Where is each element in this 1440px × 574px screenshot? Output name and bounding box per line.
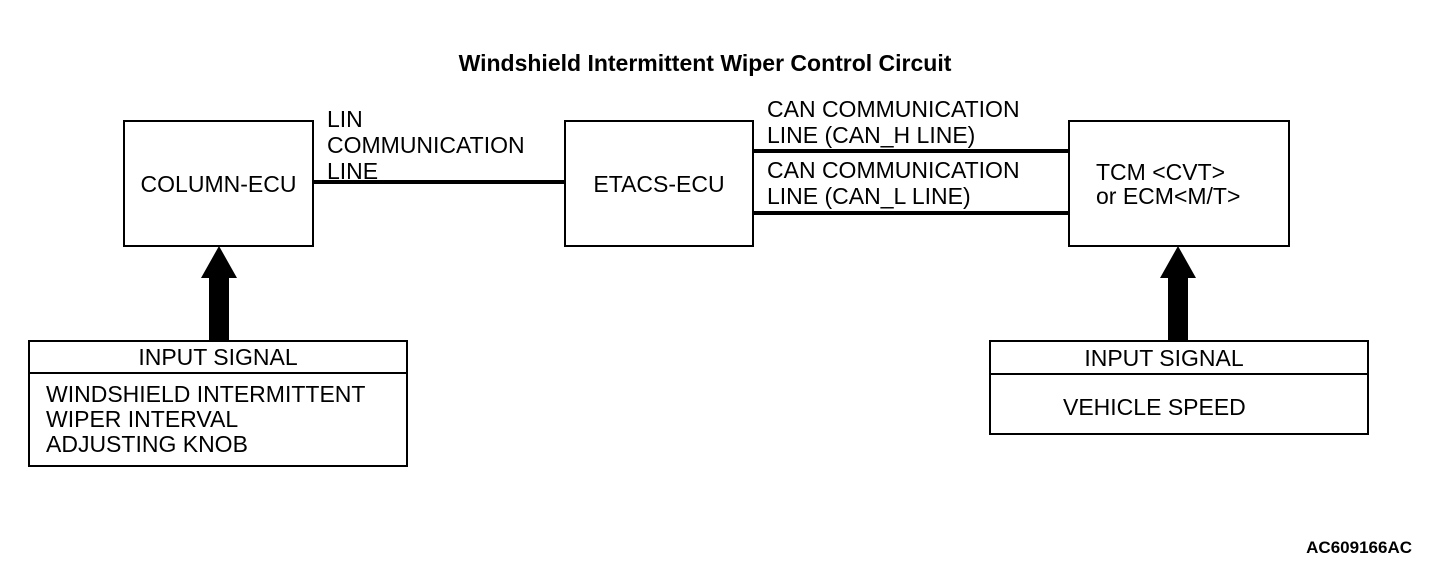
lin-label-line-2: COMMUNICATION — [327, 132, 525, 158]
lin-line — [313, 180, 565, 184]
right-input-signal-header: INPUT SIGNAL — [1084, 344, 1244, 371]
diagram-title: Windshield Intermittent Wiper Control Ci… — [458, 50, 952, 76]
left-input-signal-items: WINDSHIELD INTERMITTENT WIPER INTERVAL A… — [46, 382, 365, 457]
can-l-line — [752, 211, 1070, 215]
right-input-arrow-icon — [1160, 246, 1196, 342]
left-input-signal-box: INPUT SIGNAL WINDSHIELD INTERMITTENT WIP… — [28, 340, 408, 467]
lin-line-label: LIN COMMUNICATION LINE — [327, 106, 525, 184]
etacs-ecu-box: ETACS-ECU — [564, 120, 754, 247]
left-input-divider — [30, 372, 406, 374]
right-input-divider — [991, 373, 1367, 375]
can-h-label-line-2: LINE (CAN_H LINE) — [767, 122, 976, 148]
tcm-ecm-box: TCM <CVT> or ECM<M/T> — [1068, 120, 1290, 247]
left-input-item-1: WINDSHIELD INTERMITTENT — [46, 381, 366, 407]
ecm-label: or ECM<M/T> — [1096, 183, 1241, 209]
can-l-label-line-1: CAN COMMUNICATION — [767, 157, 1020, 183]
column-ecu-label: COLUMN-ECU — [140, 170, 297, 197]
can-l-label-line-2: LINE (CAN_L LINE) — [767, 183, 971, 209]
can-h-line-label: CAN COMMUNICATION LINE (CAN_H LINE) — [767, 96, 1020, 148]
can-l-line-label: CAN COMMUNICATION LINE (CAN_L LINE) — [767, 157, 1020, 209]
lin-label-line-1: LIN — [327, 106, 363, 132]
can-h-label-line-1: CAN COMMUNICATION — [767, 96, 1020, 122]
column-ecu-box: COLUMN-ECU — [123, 120, 314, 247]
left-input-signal-header: INPUT SIGNAL — [138, 344, 298, 370]
left-input-item-2: WIPER INTERVAL — [46, 406, 239, 432]
lin-label-line-3: LINE — [327, 158, 379, 184]
tcm-label: TCM <CVT> — [1096, 159, 1226, 185]
left-input-arrow-icon — [201, 246, 237, 342]
left-input-item-3: ADJUSTING KNOB — [46, 431, 248, 457]
right-input-signal-box: INPUT SIGNAL VEHICLE SPEED — [989, 340, 1369, 435]
can-h-line — [752, 149, 1070, 153]
right-input-item-1: VEHICLE SPEED — [1063, 394, 1246, 420]
figure-code: AC609166AC — [1306, 538, 1412, 557]
etacs-ecu-label: ETACS-ECU — [593, 170, 725, 197]
